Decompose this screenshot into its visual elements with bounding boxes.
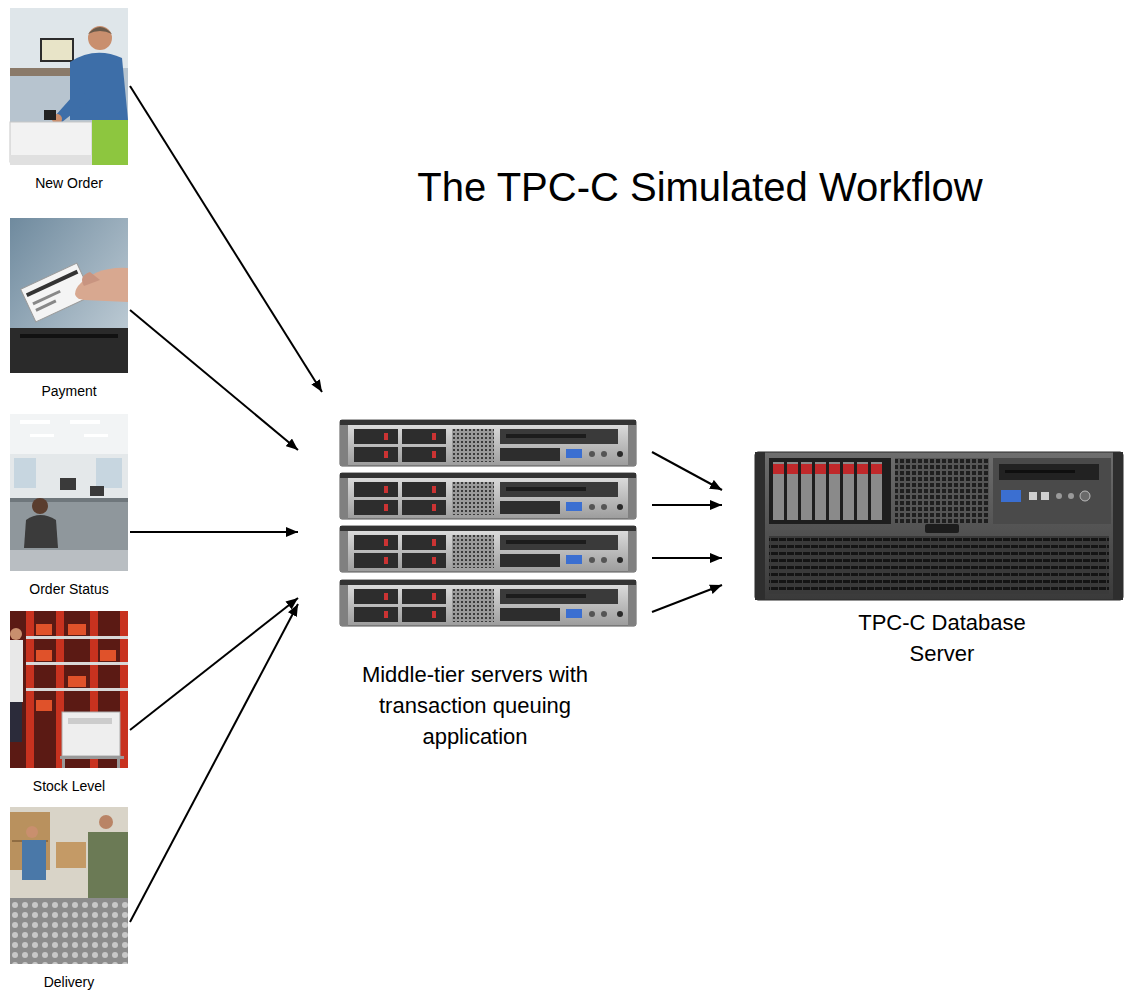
diagram-title: The TPC-C Simulated Workflow bbox=[300, 163, 1100, 211]
delivery-photo bbox=[10, 807, 128, 964]
order-status-photo bbox=[10, 414, 128, 571]
payment-photo bbox=[10, 218, 128, 373]
arrow-connector bbox=[130, 310, 298, 450]
node-label: Order Status bbox=[8, 581, 130, 598]
photo-node: Order Status bbox=[8, 414, 130, 598]
arrow-connector bbox=[130, 86, 322, 392]
new-order-photo bbox=[10, 8, 128, 165]
arrow-connector bbox=[652, 557, 722, 559]
photo-node: Delivery bbox=[8, 807, 130, 991]
arrow-connector bbox=[652, 452, 722, 490]
database-server-picture bbox=[755, 452, 1123, 600]
photo-node: Payment bbox=[8, 218, 130, 400]
node-label: Payment bbox=[8, 383, 130, 400]
node-label: Stock Level bbox=[8, 778, 130, 795]
arrow-connector bbox=[652, 585, 722, 612]
server-group: Middle-tier servers with transaction que… bbox=[298, 392, 652, 752]
database-server: TPC-C Database Server bbox=[722, 452, 1126, 669]
node-label: Delivery bbox=[8, 974, 130, 991]
node-label: New Order bbox=[8, 175, 130, 192]
arrow-connector bbox=[652, 504, 722, 506]
rack-servers bbox=[340, 420, 636, 626]
node-label: TPC-C Database Server bbox=[842, 607, 1042, 669]
arrow-connector bbox=[130, 598, 298, 730]
photo-node: New Order bbox=[8, 8, 130, 192]
arrow-connector bbox=[130, 531, 298, 533]
photo-node: Stock Level bbox=[8, 611, 130, 795]
stock-level-photo bbox=[10, 611, 128, 768]
arrow-connector bbox=[130, 604, 298, 922]
node-label: Middle-tier servers with transaction que… bbox=[345, 659, 605, 752]
